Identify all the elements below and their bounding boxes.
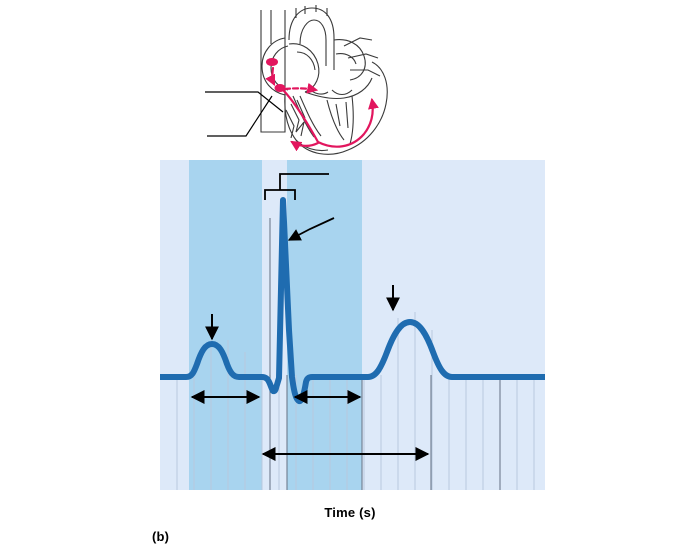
av-node xyxy=(274,84,286,92)
p-wave-band xyxy=(189,160,262,490)
heart-outline xyxy=(260,5,388,155)
ecg-trace xyxy=(160,197,545,405)
heart-conduction-diagram xyxy=(205,5,388,155)
qrs-complex-bracket xyxy=(264,173,329,200)
leader-line-lower xyxy=(207,95,273,137)
sa-node xyxy=(266,58,278,66)
gridlines-major xyxy=(269,218,501,490)
st-segment-band xyxy=(287,160,362,490)
ecg-chart xyxy=(160,160,545,490)
panel-label: (b) xyxy=(152,529,170,544)
r-wave-leader-line xyxy=(287,217,335,241)
x-axis-label: Time (s) xyxy=(324,505,376,520)
leader-line-upper xyxy=(205,91,284,113)
heart-leader-lines xyxy=(205,91,284,137)
conduction-pathway xyxy=(265,58,379,152)
